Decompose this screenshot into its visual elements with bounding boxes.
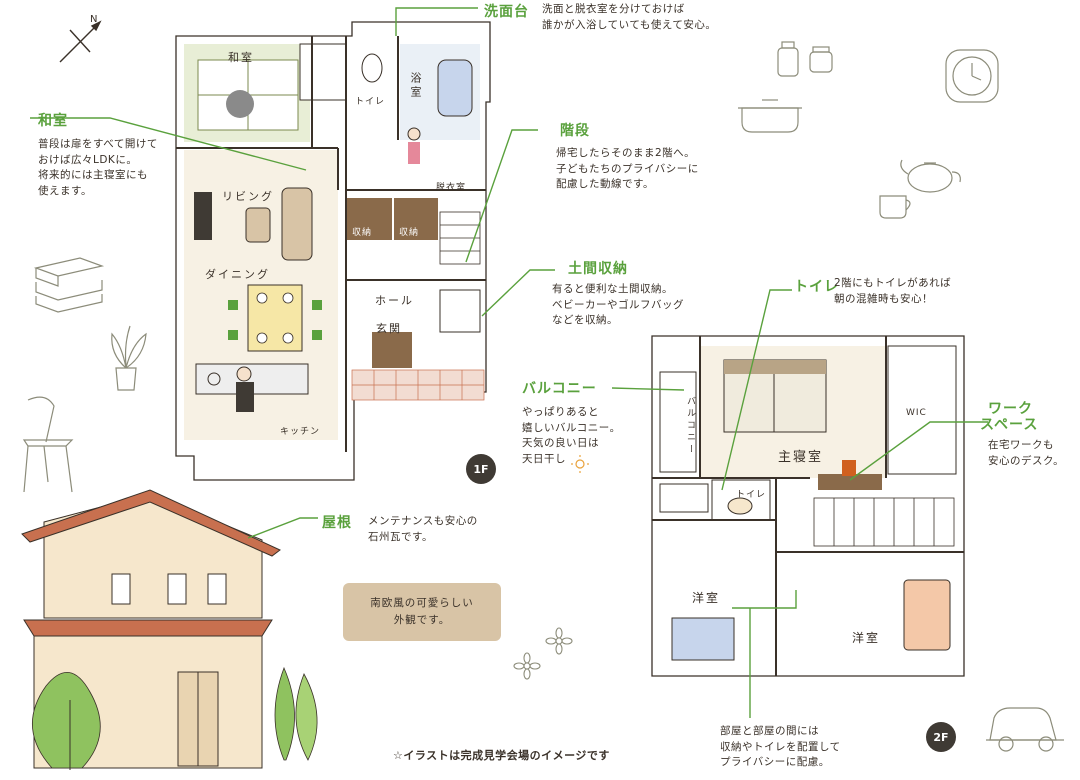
jar-icons bbox=[777, 41, 833, 77]
room-label-wic: WIC bbox=[906, 408, 927, 418]
callout-title-work-line1: ワーク bbox=[988, 401, 1033, 417]
callout-text-balcony: やっぱりあると 嬉しいバルコニー。 天気の良い日は 天日干し bbox=[522, 406, 621, 465]
room-label-shushinshitsu: 主寝室 bbox=[778, 450, 824, 465]
callout-text-yane: メンテナンスも安心の 石州瓦です。 bbox=[368, 515, 478, 543]
clock-icon bbox=[945, 49, 999, 103]
sun-icon bbox=[571, 455, 589, 473]
cup-icon bbox=[879, 195, 911, 219]
callout-text-toilet-2f: 2階にもトイレがあれば 朝の混雑時も安心！ bbox=[834, 277, 952, 305]
exterior-note-line1: 南欧風の可愛らしい bbox=[370, 597, 474, 609]
room-label-kitchen: キッチン bbox=[280, 427, 321, 437]
exterior-note: 南欧風の可愛らしい 外観です。 bbox=[343, 583, 501, 641]
room-label-toilet-2f: トイレ bbox=[736, 490, 767, 500]
room-label-yoshitsu-1: 洋室 bbox=[692, 591, 721, 605]
callout-title-balcony: バルコニー bbox=[522, 381, 597, 397]
room-label-shuno-1: 収納 bbox=[352, 228, 373, 238]
room-label-toilet: トイレ bbox=[355, 97, 386, 107]
room-label-yoshitsu-2: 洋室 bbox=[852, 631, 881, 645]
callout-text-washitsu: 普段は扉をすべて開けて おけば広々LDKに。 将来的には主寝室にも 使えます。 bbox=[38, 138, 158, 197]
room-label-washitsu: 和室 bbox=[228, 51, 254, 64]
plant-icon bbox=[111, 325, 147, 391]
callout-title-work-line2: スペース bbox=[980, 417, 1039, 433]
room-label-dining: ダイニング bbox=[205, 268, 270, 281]
callout-title-washitsu: 和室 bbox=[38, 113, 68, 129]
chair-icon bbox=[22, 396, 74, 493]
teapot-icon bbox=[900, 159, 961, 193]
footer-note: ☆イラストは完成見学会場のイメージです bbox=[393, 749, 610, 762]
room-label-shuno-2: 収納 bbox=[399, 228, 420, 238]
pot-icon bbox=[738, 99, 802, 133]
compass-icon: N bbox=[59, 14, 102, 63]
callout-title-yane: 屋根 bbox=[322, 515, 352, 531]
room-label-yokushitsu: 浴室 bbox=[409, 72, 422, 100]
callout-title-senmendai: 洗面台 bbox=[484, 4, 529, 20]
books-icon bbox=[33, 257, 105, 313]
room-label-balcony: バルコニー bbox=[685, 396, 695, 456]
callout-text-work: 在宅ワークも 安心のデスク。 bbox=[988, 439, 1065, 467]
exterior-note-line2: 外観です。 bbox=[393, 614, 451, 626]
svg-text:N: N bbox=[90, 14, 97, 25]
room-label-living: リビング bbox=[222, 190, 274, 203]
flower-icons bbox=[513, 627, 573, 680]
callout-text-kaidan: 帰宅したらそのまま2階へ。 子どもたちのプライバシーに 配慮した動線です。 bbox=[556, 147, 699, 190]
callout-title-kaidan: 階段 bbox=[560, 123, 590, 139]
callout-title-toilet-2f: トイレ bbox=[794, 279, 839, 295]
callout-title-doma: 土間収納 bbox=[568, 261, 628, 277]
room-label-genkan: 玄関 bbox=[376, 322, 402, 335]
floor-badge-1f: 1F bbox=[466, 454, 496, 484]
callout-text-heya: 部屋と部屋の間には 収納やトイレを配置して プライバシーに配慮。 bbox=[720, 725, 841, 768]
car-icon bbox=[986, 707, 1064, 752]
callout-text-doma: 有ると便利な土間収納。 ベビーカーやゴルフバッグ などを収納。 bbox=[552, 283, 684, 326]
room-label-datsuishitsu: 脱衣室 bbox=[436, 183, 467, 193]
floor-badge-2f: 2F bbox=[926, 722, 956, 752]
callout-text-senmendai: 洗面と脱衣室を分けておけば 誰かが入浴していても使えて安心。 bbox=[542, 3, 717, 31]
room-label-hall: ホール bbox=[375, 294, 414, 307]
